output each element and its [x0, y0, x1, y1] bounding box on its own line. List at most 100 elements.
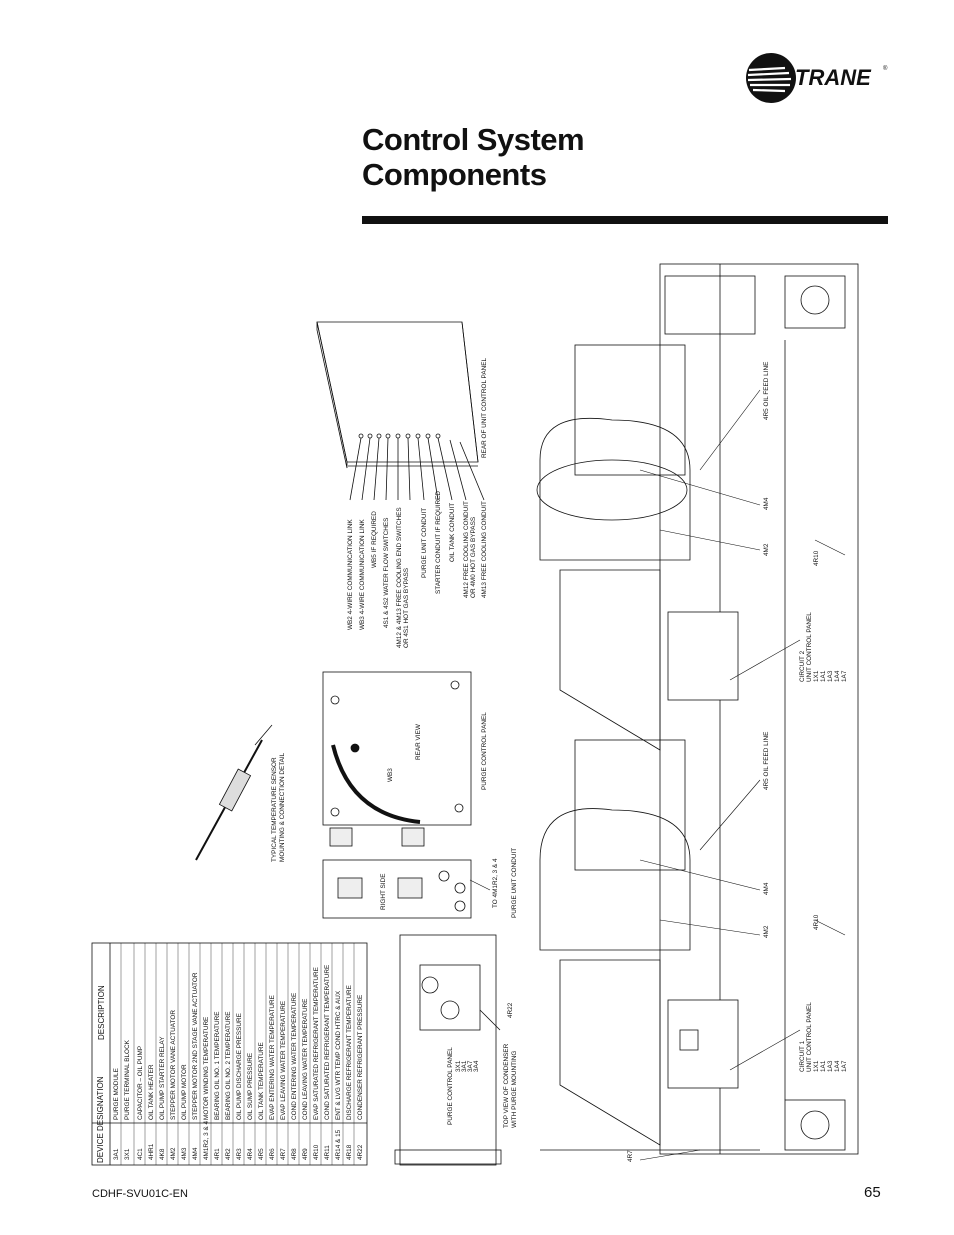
table-cell-designation: 4R5 — [258, 1148, 265, 1160]
table-cell-designation: 3A1 — [113, 1148, 120, 1160]
table-cell-designation: 4K8 — [159, 1148, 166, 1160]
circuit2-item-4: 1A4 — [834, 670, 841, 682]
circuit2-title: CIRCUIT 2 — [799, 650, 806, 682]
circuit2-labels: CIRCUIT 2 UNIT CONTROL PANEL 1X1 1A1 1A3… — [799, 612, 848, 682]
table-cell-description: OIL TANK HEATER — [148, 1064, 155, 1120]
purge-control-panel-label: PURGE CONTROL PANEL — [481, 712, 488, 790]
table-cell-designation: 3X1 — [124, 1148, 131, 1160]
link-callout-12: 4M13 FREE COOLING CONDUIT — [481, 501, 488, 598]
link-callout-4: 4S1 & 4S2 WATER FLOW SWITCHES — [383, 518, 390, 628]
table-cell-description: ENT & LVG WTR TEMP COND HTRC & AUX — [335, 990, 342, 1120]
link-callout-3: WB5 IF REQUIRED — [371, 511, 378, 568]
table-cell-designation: 4R22 — [357, 1144, 364, 1160]
pcp-item-2: 3A1 — [461, 1060, 468, 1072]
m2-label-a: 4M2 — [763, 543, 770, 556]
circuit1-item-5: 1A7 — [841, 1060, 848, 1072]
table-cell-description: DISCHARGE REFRIGERANT TEMPERATURE — [346, 985, 353, 1120]
r7-label: 4R7 — [627, 1150, 634, 1162]
table-cell-designation: 4R9 — [302, 1148, 309, 1160]
table-cell-description: CONDENSER REFRIGERANT PRESSURE — [357, 995, 364, 1120]
table-cell-description: EVAP LEAVING WATER TEMPERATURE — [280, 1001, 287, 1120]
link-callout-8: STARTER CONDUIT IF REQUIRED — [435, 491, 442, 594]
table-cell-description: STEPPER MOTOR VANE ACTUATOR — [170, 1010, 177, 1120]
rear-panel-label-group: REAR OF UNIT CONTROL PANEL — [481, 358, 488, 458]
link-callout-1: WB2 4-WIRE COMMUNICATION LINK — [347, 519, 354, 630]
m4-label-a: 4M4 — [763, 497, 770, 510]
r10-label-a: 4R10 — [813, 550, 820, 566]
table-cell-description: PURGE TERMINAL BLOCK — [124, 1039, 131, 1120]
table-cell-designation: 4R4 — [247, 1148, 254, 1160]
circuit2-item-5: 1A7 — [841, 670, 848, 682]
title-line-2: Components — [362, 157, 547, 192]
top-view-line-1: TOP VIEW OF CONDENSER — [503, 1043, 510, 1128]
sensor-detail-line-2: MOUNTING & CONNECTION DETAIL — [279, 752, 286, 862]
link-callout-2: WB3 4-WIRE COMMUNICATION LINK — [359, 519, 366, 630]
circuit2-item-3: 1A3 — [827, 670, 834, 682]
circuit1-title: CIRCUIT 1 — [799, 1040, 806, 1072]
table-cell-designation: 4HR1 — [148, 1143, 155, 1160]
table-cell-designation: 4R18 — [346, 1144, 353, 1160]
purge-panel-right-side — [322, 859, 472, 919]
table-cell-designation: 4M4 — [192, 1147, 199, 1160]
purge-conduit-label: PURGE UNIT CONDUIT — [511, 848, 518, 918]
pcp-label: PURGE CONTROL PANEL — [447, 1047, 454, 1125]
table-cell-designation: 4C1 — [137, 1148, 144, 1160]
table-cell-description: OIL PUMP MOTOR — [181, 1064, 188, 1120]
circuit1-item-3: 1A3 — [827, 1060, 834, 1072]
wb3-label: WB3 — [387, 768, 394, 782]
chiller-unit-drawing — [536, 263, 859, 1155]
right-side-label: RIGHT SIDE — [380, 874, 387, 910]
oil-feed-label-2: 4R5 OIL FEED LINE — [763, 732, 770, 790]
table-cell-description: OIL TANK TEMPERATURE — [258, 1042, 265, 1120]
title-line-1: Control System — [362, 122, 585, 157]
table-cell-designation: 4R8 — [291, 1148, 298, 1160]
circuit2-item-2: 1A1 — [820, 670, 827, 682]
pcp-item-1: 3X1 — [455, 1060, 462, 1072]
m2-label-b: 4M2 — [763, 925, 770, 938]
sensor-detail-labels: TYPICAL TEMPERATURE SENSOR MOUNTING & CO… — [271, 752, 286, 862]
table-cell-designation: 4R7 — [280, 1148, 287, 1160]
sensor-detail-line-1: TYPICAL TEMPERATURE SENSOR — [271, 757, 278, 862]
condenser-top-view — [394, 934, 502, 1166]
table-cell-description: EVAP SATURATED REFRIGERANT TEMPERATURE — [313, 967, 320, 1120]
table-header-description: DESCRIPTION — [97, 985, 106, 1040]
table-cell-description: STEPPER MOTOR 2ND STAGE VANE ACTUATOR — [192, 972, 199, 1120]
table-cell-description: MOTOR WINDING TEMPERATURE — [203, 1017, 210, 1120]
title-rule — [362, 216, 888, 224]
table-cell-description: OIL SUMP PRESSURE — [247, 1053, 254, 1120]
table-header-designation: DEVICE DESIGNATION — [96, 1076, 105, 1163]
table-cell-designation: 4R11 — [324, 1145, 331, 1160]
table-cell-description: PURGE MODULE — [113, 1068, 120, 1120]
table-cell-description: BEARING OIL NO. 2 TEMPERATURE — [225, 1011, 232, 1120]
link-callout-6: OR 4S1 HOT GAS BYPASS — [403, 568, 410, 648]
to-4m1-label: TO 4M1R2, 3 & 4 — [492, 858, 499, 908]
table-cell-description: COND ENTERING WATER TEMPERATURE — [291, 993, 298, 1120]
table-rows: 3A1 PURGE MODULE 3X1 PURGE TERMINAL BLOCK 4C… — [113, 965, 364, 1160]
page-number: 65 — [864, 1184, 881, 1201]
table-cell-designation: 4M3 — [181, 1147, 188, 1160]
table-cell-designation: 4R3 — [236, 1148, 243, 1160]
table-cell-designation: 4R6 — [269, 1148, 276, 1160]
table-cell-description: BEARING OIL NO. 1 TEMPERATURE — [214, 1011, 221, 1120]
table-cell-description: COND SATURATED REFRIGERANT TEMPERATURE — [324, 965, 331, 1120]
device-table: DEVICE DESIGNATION DESCRIPTION 3A1 PURGE … — [96, 965, 364, 1163]
r10-label-b: 4R10 — [813, 914, 820, 930]
table-cell-designation: 4M2 — [170, 1147, 177, 1160]
circuit1-labels: CIRCUIT 1 UNIT CONTROL PANEL 1X1 1A1 1A3… — [799, 1002, 848, 1072]
table-cell-designation: 4M1R2, 3 & 4 — [203, 1120, 210, 1160]
oil-feed-label-1: 4R5 OIL FEED LINE — [763, 362, 770, 420]
sensor-detail-drawing — [195, 724, 273, 861]
table-cell-description: OIL PUMP STARTER RELAY — [159, 1036, 166, 1120]
trane-logo: TRANE ® — [746, 53, 888, 103]
table-cell-description: COND LEAVING WATER TEMPERATURE — [302, 999, 309, 1120]
rear-control-panel — [316, 321, 485, 501]
table-cell-description: OIL PUMP DISCHARGE PRESSURE — [236, 1013, 243, 1120]
footer-doc-code: CDHF-SVU01C-EN — [92, 1188, 188, 1200]
brand-name: TRANE — [795, 65, 872, 90]
link-callout-7: PURGE UNIT CONDUIT — [421, 508, 428, 578]
m4-label-b: 4M4 — [763, 882, 770, 895]
brand-reg: ® — [883, 65, 888, 72]
pcp-item-3: 3A7 — [467, 1060, 474, 1072]
rear-view-label: REAR VIEW — [415, 723, 422, 760]
